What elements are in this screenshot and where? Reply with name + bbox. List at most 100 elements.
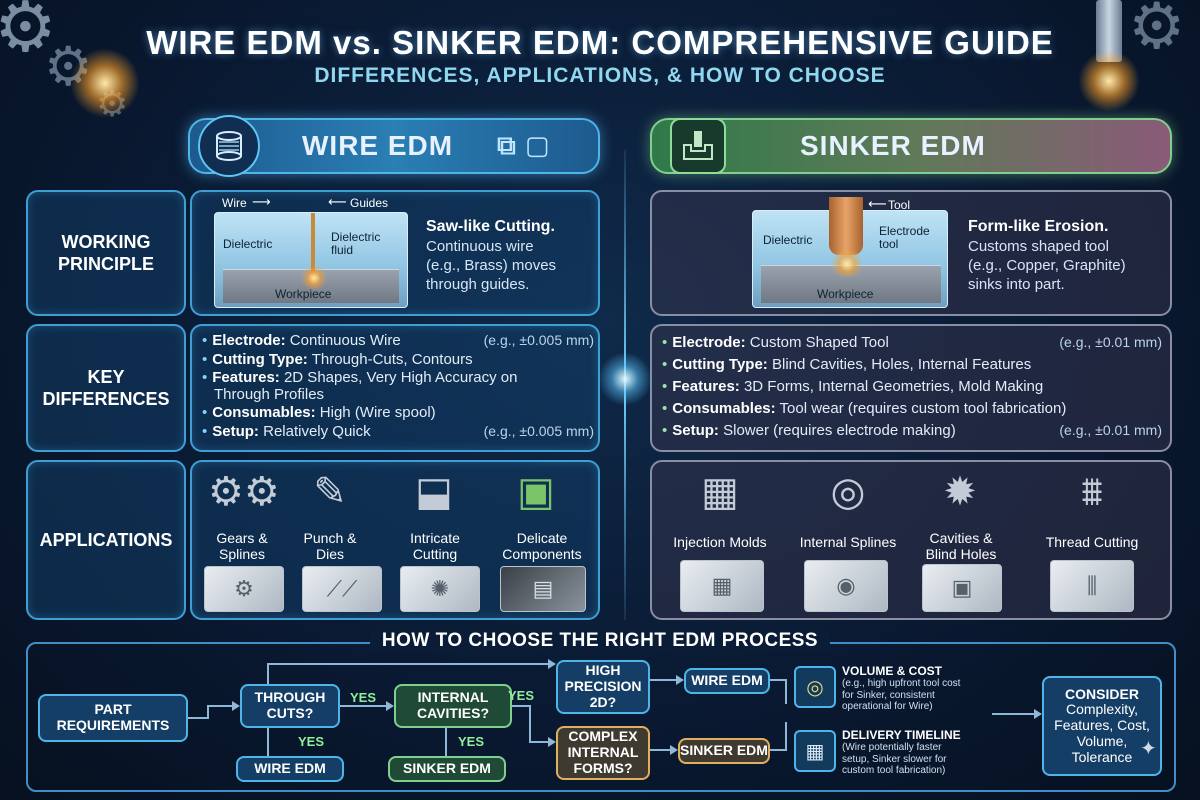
row-label-line: KEY — [87, 366, 125, 387]
dielectric-label: Dielectric — [763, 233, 813, 247]
row-label-line: APPLICATIONS — [39, 529, 173, 550]
wire-principle-heading: Saw-like Cutting. — [426, 218, 555, 235]
wire-edm-outcome-node: WIRE EDM — [684, 668, 770, 694]
tool-label: Tool — [888, 198, 911, 212]
row-label-line: DIFFERENCES — [42, 389, 170, 409]
yes-label: YES — [350, 690, 377, 705]
app-label: Internal Splines — [799, 534, 897, 550]
sinker-differences-panel — [650, 324, 1172, 452]
thread-icon: ⩩ — [1081, 470, 1103, 514]
yes-label: YES — [298, 734, 325, 749]
molds-photo: ▦ — [680, 560, 764, 612]
list-item: •Consumables: High (Wire spool) — [202, 404, 436, 421]
intricate-photo: ✺ — [400, 566, 480, 612]
principle-line: Continuous wire — [426, 238, 534, 255]
arrow-icon: ⟵ — [868, 196, 887, 211]
consider-node: CONSIDER Complexity, Features, Cost, Vol… — [1042, 676, 1162, 776]
arrow-icon: ⟶ — [252, 194, 271, 209]
principle-line: through guides. — [426, 275, 530, 293]
wire-edm-header-label: WIRE EDM — [302, 130, 454, 161]
app-label: Injection Molds — [673, 534, 767, 550]
sinker-edm-outcome-node: SINKER EDM — [678, 738, 770, 764]
gears-photo: ⚙ — [204, 566, 284, 612]
sinker-differences-list: •Electrode: Custom Shaped Tool (e.g., ±0… — [662, 334, 1162, 444]
volume-cost-note: VOLUME & COST (e.g., high upfront tool c… — [842, 664, 961, 712]
sinker-principle-text: Customs shaped tool (e.g., Copper, Graph… — [968, 238, 1126, 294]
choose-title: HOW TO CHOOSE THE RIGHT EDM PROCESS — [0, 630, 1200, 652]
sinker-edm-header: SINKER EDM — [650, 118, 1172, 174]
list-item: •Features: 2D Shapes, Very High Accuracy… — [202, 369, 518, 403]
splines-photo: ◉ — [804, 560, 888, 612]
arrow-icon: ⟵ — [328, 194, 347, 209]
sinker-edm-result-node: SINKER EDM — [388, 756, 506, 782]
spline-ring-icon: ◎ — [830, 470, 866, 514]
list-item: •Electrode: Continuous Wire (e.g., ±0.00… — [202, 332, 594, 349]
wire-differences-panel — [190, 324, 600, 452]
electrode-tool-shape — [829, 197, 863, 255]
row-label-line: PRINCIPLE — [57, 254, 154, 274]
spark-icon — [1078, 50, 1140, 112]
list-item: •Features: 3D Forms, Internal Geometries… — [662, 378, 1044, 395]
cube-icon: ⧉ ▢ — [497, 130, 551, 160]
list-item: •Electrode: Custom Shaped Tool (e.g., ±0… — [662, 334, 1162, 351]
sinker-electrode-icon — [683, 131, 713, 160]
principle-line: Customs shaped tool — [968, 238, 1109, 255]
sinker-edm-diagram: Dielectric Electrode tool Workpiece — [752, 197, 948, 308]
wire-spool-icon — [216, 131, 242, 161]
workpiece-label: Workpiece — [817, 287, 874, 301]
wire-principle-text: Continuous wire (e.g., Brass) moves thro… — [426, 238, 556, 294]
yes-label: YES — [458, 734, 485, 749]
thread-photo: ⫼ — [1050, 560, 1134, 612]
gear-icon: ⚙ — [1128, 0, 1186, 62]
wire-line — [311, 213, 315, 285]
workpiece-label: Workpiece — [275, 287, 332, 301]
electrode-tool-label: Electrode tool — [879, 224, 930, 251]
list-item: •Consumables: Tool wear (requires custom… — [662, 400, 1067, 417]
dielectric-fluid-label: Dielectric fluid — [331, 230, 381, 257]
punch-icon: ✎ — [313, 470, 347, 514]
list-item: •Setup: Slower (requires electrode makin… — [662, 422, 1162, 439]
chip-icon: ▣ — [517, 470, 555, 514]
sparkle-icon: ✦ — [1140, 738, 1157, 760]
delivery-timeline-note: DELIVERY TIMELINE (Wire potentially fast… — [842, 728, 961, 776]
page-subtitle: DIFFERENCES, APPLICATIONS, & HOW TO CHOO… — [314, 64, 886, 87]
gear-icon: ⚙ — [0, 0, 57, 66]
components-photo: ▤ — [500, 566, 586, 612]
page-title: WIRE EDM vs. SINKER EDM: COMPREHENSIVE G… — [146, 24, 1054, 61]
wire-edm-result-node: WIRE EDM — [236, 756, 344, 782]
mold-icon: ▦ — [701, 470, 739, 514]
row-label-line: WORKING — [61, 231, 151, 252]
sinker-principle-heading: Form-like Erosion. — [968, 218, 1109, 235]
app-label: Thread Cutting — [1045, 534, 1139, 550]
gears-icon: ⚙⚙ — [208, 470, 280, 514]
principle-line: (e.g., Copper, Graphite) — [968, 256, 1126, 274]
cavities-photo: ▣ — [922, 564, 1002, 612]
wire-label: Wire — [222, 196, 247, 210]
wire-differences-list: •Electrode: Continuous Wire (e.g., ±0.00… — [202, 332, 594, 442]
spark-icon — [70, 48, 140, 118]
list-item: •Cutting Type: Through-Cuts, Contours — [202, 351, 473, 368]
sinker-electrode-icon — [670, 118, 726, 174]
list-item: •Cutting Type: Blind Cavities, Holes, In… — [662, 356, 1032, 373]
cavity-icon: ✹ — [943, 470, 977, 514]
row-label-applications: APPLICATIONS — [26, 460, 186, 620]
guides-label: Guides — [350, 196, 389, 210]
wire-edm-diagram: Workpiece Dielectric Dielectric fluid — [214, 212, 408, 308]
spark-icon — [829, 251, 865, 277]
glow-icon — [598, 352, 652, 406]
coins-icon: ◎ — [794, 666, 836, 708]
list-item: •Setup: Relatively Quick (e.g., ±0.005 m… — [202, 423, 594, 440]
calendar-clock-icon: ▦ — [794, 730, 836, 772]
row-label-principle: WORKING PRINCIPLE — [26, 190, 186, 316]
sinker-edm-header-label: SINKER EDM — [800, 130, 986, 161]
punch-photo: ⟋⟋ — [302, 566, 382, 612]
principle-line: sinks into part. — [968, 275, 1065, 293]
app-label: Cavities &Blind Holes — [925, 530, 997, 563]
